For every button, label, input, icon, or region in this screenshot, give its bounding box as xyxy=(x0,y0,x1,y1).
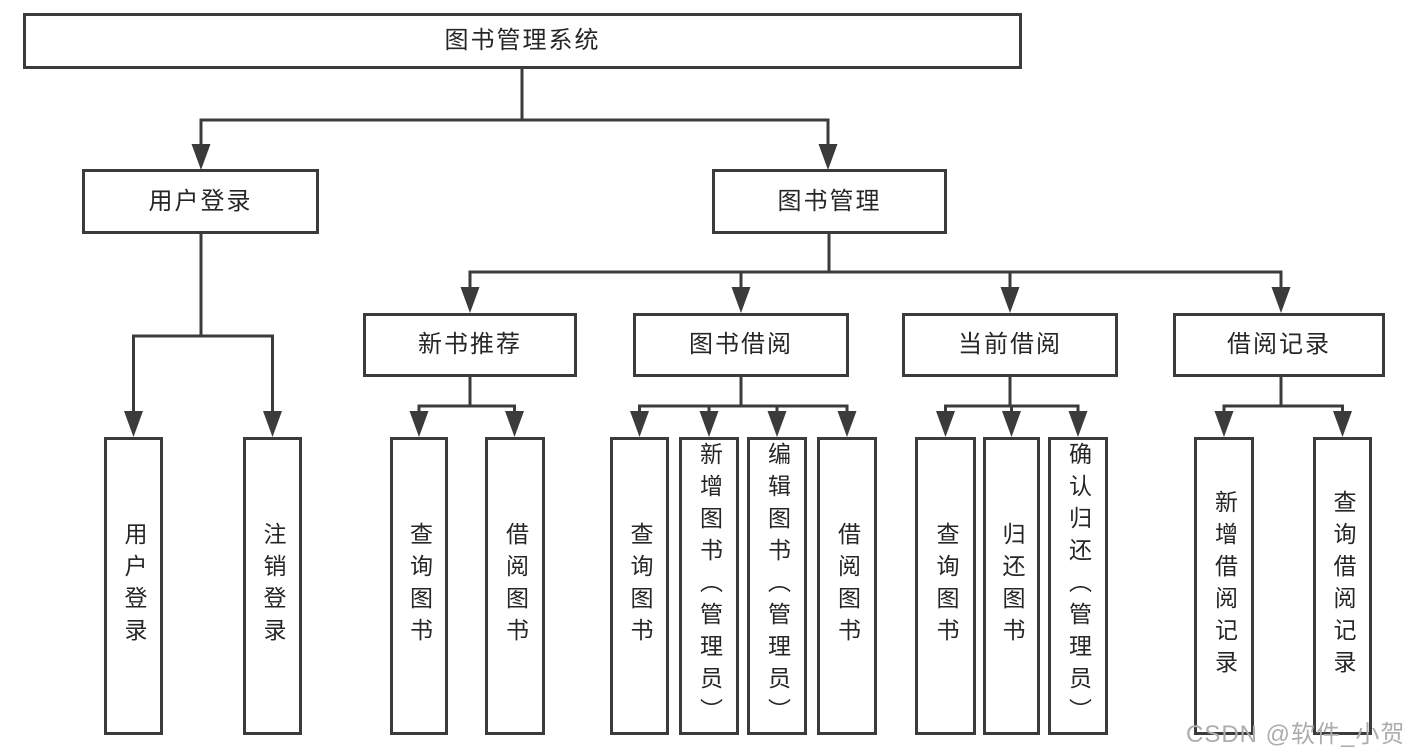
leaf-return-book-label: 归还图书 xyxy=(999,522,1025,650)
leaf-query-borrow-record: 查询借阅记录 xyxy=(1313,437,1372,735)
connector-bookborrow-to-leaves xyxy=(630,377,857,437)
leaf-add-book-admin: 新增图书（管理员） xyxy=(679,437,739,735)
leaf-user-login-label: 用户登录 xyxy=(121,522,147,650)
leaf-borrow-books: 借阅图书 xyxy=(817,437,877,735)
leaf-query-books-borrow-label: 查询图书 xyxy=(627,522,653,650)
leaf-query-books-borrow: 查询图书 xyxy=(610,437,669,735)
leaf-borrow-books-recommend: 借阅图书 xyxy=(485,437,545,735)
leaf-query-books-current: 查询图书 xyxy=(915,437,976,735)
node-current-borrow: 当前借阅 xyxy=(902,313,1118,377)
leaf-logout: 注销登录 xyxy=(243,437,302,735)
node-new-book-recommend-label: 新书推荐 xyxy=(418,331,522,358)
leaf-borrow-books-recommend-label: 借阅图书 xyxy=(502,522,529,650)
node-current-borrow-label: 当前借阅 xyxy=(958,331,1062,358)
node-new-book-recommend: 新书推荐 xyxy=(363,313,577,377)
leaf-logout-label: 注销登录 xyxy=(260,522,286,650)
leaf-return-book: 归还图书 xyxy=(983,437,1040,735)
leaf-edit-book-admin: 编辑图书（管理员） xyxy=(747,437,807,735)
node-user-login-label: 用户登录 xyxy=(148,187,253,215)
node-book-management: 图书管理 xyxy=(712,169,947,234)
leaf-user-login: 用户登录 xyxy=(104,437,163,735)
node-root-label: 图书管理系统 xyxy=(444,27,601,54)
node-book-borrow-label: 图书借阅 xyxy=(689,331,793,358)
node-book-management-label: 图书管理 xyxy=(777,187,882,215)
leaf-query-borrow-record-label: 查询借阅记录 xyxy=(1330,490,1356,682)
leaf-borrow-books-label: 借阅图书 xyxy=(834,522,861,650)
leaf-add-borrow-record-label: 新增借阅记录 xyxy=(1211,490,1238,682)
leaf-confirm-return-admin: 确认归还（管理员） xyxy=(1048,437,1108,735)
node-book-borrow: 图书借阅 xyxy=(633,313,849,377)
leaf-query-books-recommend: 查询图书 xyxy=(390,437,448,735)
connector-currentborrow-to-leaves xyxy=(936,377,1088,437)
node-borrow-records-label: 借阅记录 xyxy=(1227,331,1331,358)
connector-newbooks-to-leaves xyxy=(409,377,524,437)
leaf-add-book-admin-label: 新增图书（管理员） xyxy=(696,442,723,730)
connector-root-to-level2 xyxy=(191,69,838,170)
node-user-login: 用户登录 xyxy=(82,169,319,234)
leaf-query-books-current-label: 查询图书 xyxy=(933,522,959,650)
connector-bookmgmt-to-level3 xyxy=(460,233,1291,313)
node-borrow-records: 借阅记录 xyxy=(1173,313,1385,377)
leaf-query-books-recommend-label: 查询图书 xyxy=(406,522,433,650)
watermark: CSDN @软件_小贺同学 xyxy=(1186,721,1405,747)
connector-userlogin-to-leaves xyxy=(124,233,282,437)
connector-records-to-leaves xyxy=(1214,377,1352,437)
leaf-edit-book-admin-label: 编辑图书（管理员） xyxy=(764,442,791,730)
leaf-confirm-return-admin-label: 确认归还（管理员） xyxy=(1065,442,1092,730)
leaf-add-borrow-record: 新增借阅记录 xyxy=(1194,437,1254,735)
node-root: 图书管理系统 xyxy=(23,13,1022,69)
